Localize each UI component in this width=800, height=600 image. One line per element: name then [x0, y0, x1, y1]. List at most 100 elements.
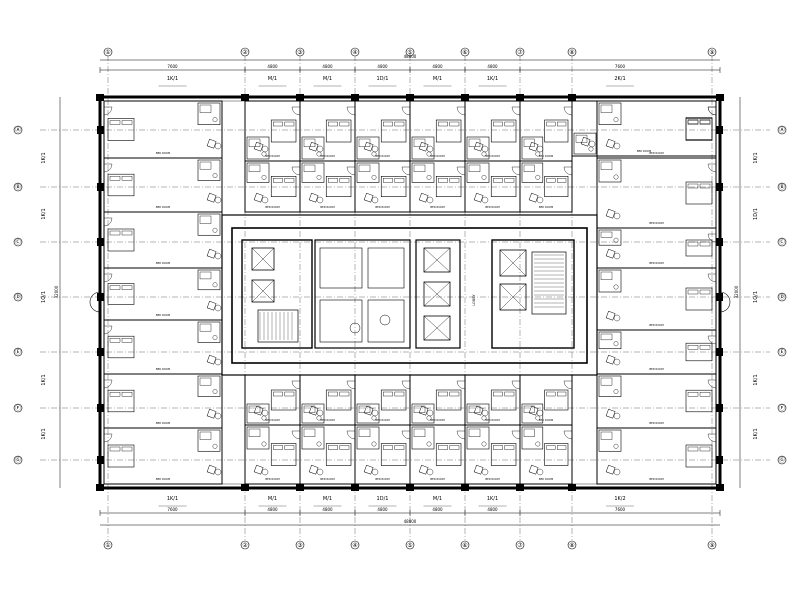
axis-bubble — [295, 540, 305, 550]
bottom-guest-room-inner: BED ROOM — [464, 374, 521, 426]
bathtub — [600, 231, 613, 238]
axis-bubble — [350, 47, 360, 57]
pillow — [328, 391, 338, 397]
armchair — [308, 192, 319, 203]
axis-bubble — [567, 47, 577, 57]
bathroom — [598, 429, 622, 452]
door-swing — [401, 166, 411, 176]
pillow — [121, 230, 133, 236]
column — [241, 94, 249, 101]
side-table — [214, 142, 222, 150]
room-outline — [103, 100, 223, 159]
room-type-label-side: 1D/1 — [753, 208, 759, 220]
bathroom — [301, 426, 325, 450]
pillow — [121, 338, 133, 343]
armchair — [473, 405, 484, 416]
pillow — [699, 392, 711, 397]
armchair — [605, 464, 616, 475]
shaft-cross — [251, 247, 275, 271]
axis-label-top: ⑤ — [407, 49, 412, 56]
pillow — [449, 121, 460, 127]
axis-label-right: Ⓔ — [779, 348, 785, 356]
door-swing — [707, 106, 717, 116]
toilet — [261, 174, 267, 180]
side-table — [261, 145, 269, 153]
room-type-label: M/1 — [268, 496, 277, 502]
axis-label-left: Ⓓ — [15, 293, 21, 301]
bed — [270, 119, 297, 143]
room-tag: BED ROOM — [375, 418, 389, 422]
sub-dimension: 4800 — [322, 64, 333, 69]
pillow — [109, 285, 121, 290]
door-swing — [456, 106, 466, 116]
bed — [490, 176, 517, 198]
top-guest-room-inner: BED ROOM — [519, 160, 573, 213]
column — [97, 293, 104, 301]
bathtub — [523, 138, 535, 147]
pillow — [121, 285, 133, 290]
armchair — [473, 141, 484, 152]
sub-dimension: 4800 — [432, 507, 443, 512]
column — [716, 238, 723, 246]
armchair — [605, 248, 616, 259]
pillow — [504, 178, 515, 183]
door-swing — [707, 273, 717, 283]
axis-label-left: Ⓐ — [15, 126, 21, 134]
pillow — [687, 183, 699, 189]
door-swing — [291, 166, 301, 176]
room-tag: BED ROOM — [430, 477, 444, 481]
bathtub — [600, 271, 613, 280]
door-swing — [456, 430, 466, 440]
bathtub — [199, 161, 212, 170]
toilet — [212, 443, 218, 449]
sub-dimension: 7600 — [167, 64, 178, 69]
pillow — [493, 178, 503, 183]
room-type-label-side: 1K/1 — [753, 152, 759, 163]
armchair — [605, 408, 616, 419]
bathroom — [598, 375, 622, 397]
room-tag: BED ROOM — [649, 421, 663, 425]
shaft-cross — [499, 283, 527, 311]
armchair — [363, 405, 374, 416]
column — [461, 484, 469, 491]
left-guest-room: BED ROOM — [103, 319, 223, 375]
room-tag: BED ROOM — [156, 477, 170, 481]
toilet — [613, 341, 619, 347]
pillow — [687, 241, 699, 247]
pillow — [493, 391, 503, 397]
bathtub — [199, 323, 212, 332]
pillow — [699, 119, 711, 124]
toilet — [613, 284, 619, 290]
door-swing — [346, 430, 356, 440]
bed — [107, 173, 135, 197]
door-swing — [707, 163, 717, 173]
bathroom — [411, 162, 435, 183]
room-tag: BED ROOM — [539, 418, 553, 422]
bathroom — [411, 136, 435, 160]
door-swing — [346, 106, 356, 116]
column — [296, 94, 304, 101]
pillow — [109, 230, 121, 236]
toilet — [481, 174, 487, 180]
stair-outline — [531, 251, 567, 315]
toilet — [316, 441, 322, 447]
axis-label-top: ⑦ — [517, 49, 523, 56]
pillow — [546, 391, 556, 397]
door-swing — [707, 433, 717, 443]
room-outline — [299, 374, 356, 426]
room-tag: BED ROOM — [156, 151, 170, 155]
shaft-cross — [251, 279, 275, 303]
armchair — [308, 464, 319, 475]
side-table — [214, 412, 222, 420]
room-outline — [596, 157, 717, 229]
side-table — [214, 468, 222, 476]
lobby-label: LOBBY — [472, 293, 476, 305]
bathroom — [197, 159, 221, 181]
bed — [270, 176, 297, 198]
bed — [435, 389, 462, 411]
axis-label-top: ⑥ — [462, 49, 467, 56]
elevator-shaft — [423, 281, 451, 307]
pillow — [504, 445, 515, 450]
room-type-label-side: 1K/1 — [41, 374, 47, 385]
axis-bubble — [350, 540, 360, 550]
